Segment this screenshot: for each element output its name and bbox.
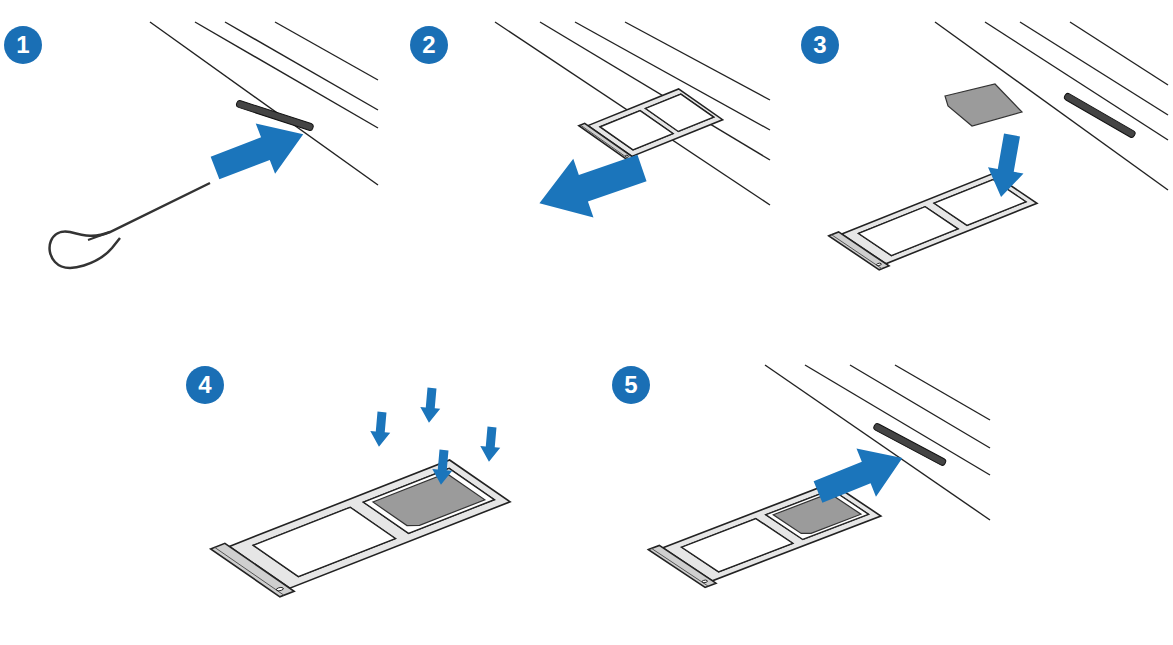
sim-tray: [579, 87, 726, 161]
pull-arrow: [529, 139, 652, 233]
callout-number: 2: [410, 26, 448, 64]
callout-number: 4: [186, 366, 224, 404]
sim-tray: [648, 481, 884, 588]
push-arrow: [205, 109, 313, 193]
press-arrows: [369, 387, 502, 486]
phone-edge: [935, 22, 1168, 190]
sim-card: [945, 84, 1022, 126]
eject-pin: [50, 183, 210, 268]
sim-tray: [211, 457, 515, 597]
callout-number: 1: [4, 26, 42, 64]
sim-card: [773, 493, 861, 536]
insert-arrow: [808, 434, 912, 516]
insert-arrow: [983, 132, 1029, 200]
tray-slot: [1063, 92, 1136, 138]
callout-number: 3: [801, 26, 839, 64]
callout-number: 5: [612, 366, 650, 404]
sim-card: [373, 473, 485, 528]
tray-slot: [236, 100, 314, 131]
